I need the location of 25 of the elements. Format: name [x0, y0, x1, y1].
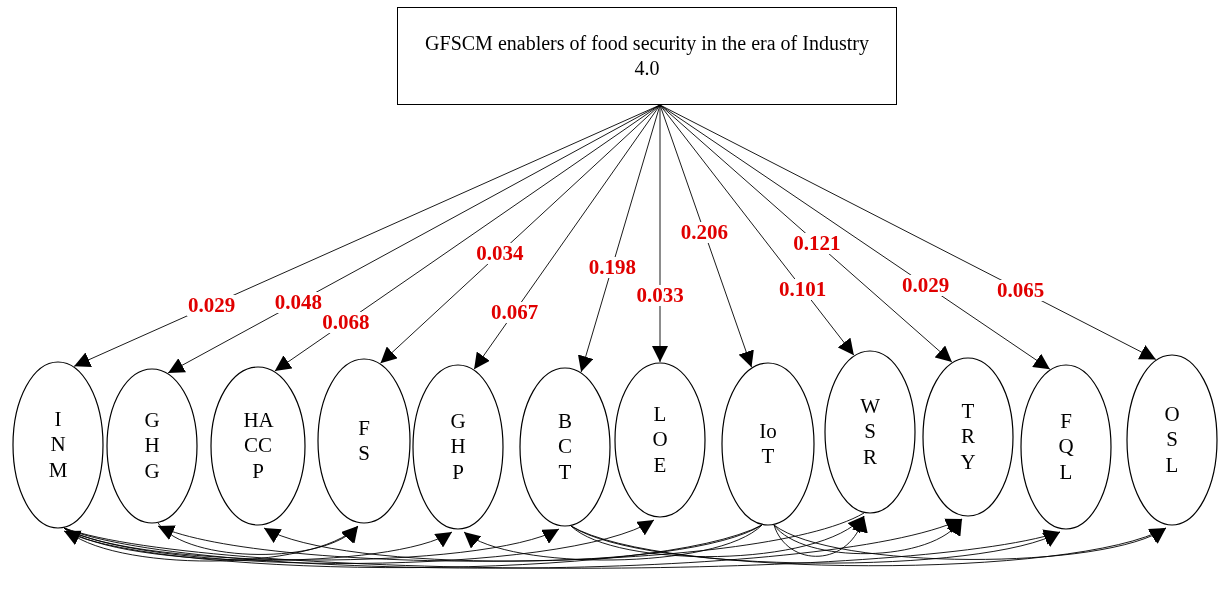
factor-ellipse: L O E	[614, 362, 706, 518]
edge-label: 0.198	[587, 256, 637, 278]
title-box: GFSCM enablers of food security in the era of Industry 4.0	[397, 7, 897, 105]
edge-label: 0.068	[321, 311, 371, 333]
factor-ellipse: B C T	[519, 367, 611, 527]
factor-ellipse: G H P	[412, 364, 504, 530]
edge-label: 0.029	[901, 274, 951, 296]
edge-label: 0.206	[679, 221, 730, 243]
edge-label: 0.033	[635, 284, 685, 306]
edge-label: 0.101	[778, 278, 828, 300]
factor-ellipse: HA CC P	[210, 366, 306, 526]
factor-ellipse: Io T	[721, 362, 815, 526]
edge-label: 0.029	[187, 294, 237, 316]
factor-ellipse: W S R	[824, 350, 916, 514]
edge-label: 0.067	[489, 301, 540, 323]
edge-label: 0.121	[792, 232, 842, 254]
edge-label: 0.065	[996, 279, 1046, 301]
factor-ellipse: F Q L	[1020, 364, 1112, 530]
edge-label: 0.034	[475, 242, 525, 264]
factor-ellipse: G H G	[106, 368, 198, 524]
edge-label: 0.048	[273, 291, 324, 313]
factor-ellipse: F S	[317, 358, 411, 524]
factor-ellipse: I N M	[12, 361, 104, 529]
factor-ellipse: O S L	[1126, 354, 1218, 526]
factor-ellipse: T R Y	[922, 357, 1014, 517]
